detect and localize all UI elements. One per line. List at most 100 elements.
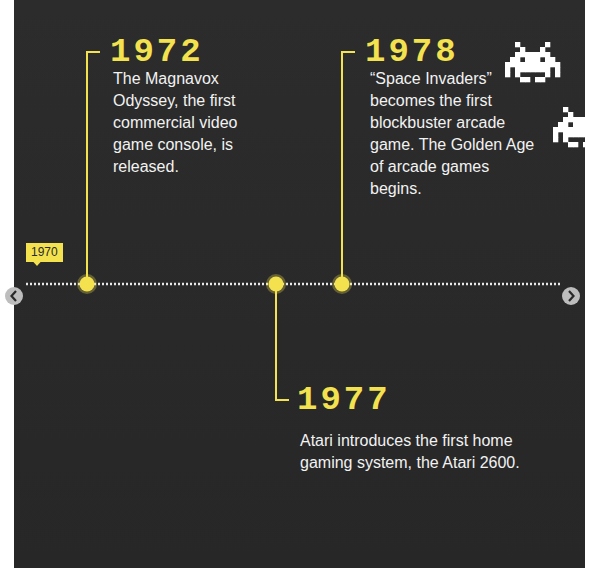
invader-pixel bbox=[583, 142, 585, 147]
invader-pixel bbox=[553, 132, 558, 137]
invader-pixel bbox=[520, 47, 525, 52]
invader-pixel bbox=[573, 122, 578, 127]
invader-pixel bbox=[530, 62, 535, 67]
leader-bracket bbox=[276, 284, 289, 400]
invader-pixel bbox=[553, 127, 558, 132]
invader-pixel bbox=[583, 132, 585, 137]
invader-pixel bbox=[545, 42, 550, 47]
event-text: “Space Invaders” becomes the first block… bbox=[370, 68, 542, 200]
invader-pixel bbox=[573, 127, 578, 132]
invader-pixel bbox=[555, 62, 560, 67]
invader-pixel bbox=[535, 62, 540, 67]
invader-pixel bbox=[525, 77, 530, 82]
timeline-dot bbox=[80, 277, 95, 292]
invader-pixel bbox=[568, 117, 573, 122]
invader-pixel bbox=[525, 52, 530, 57]
invader-pixel bbox=[555, 72, 560, 77]
invader-pixel bbox=[530, 52, 535, 57]
invader-pixel bbox=[553, 137, 558, 142]
invader-pixel bbox=[510, 62, 515, 67]
invader-pixel bbox=[568, 142, 573, 147]
invader-pixel bbox=[540, 77, 545, 82]
tag-text: 1970 bbox=[31, 245, 58, 260]
dot-glow bbox=[332, 274, 352, 294]
invader-pixel bbox=[535, 67, 540, 72]
dot-glow bbox=[266, 274, 286, 294]
tag-pointers bbox=[33, 262, 41, 267]
invader-pixel bbox=[520, 62, 525, 67]
invader-pixel bbox=[525, 62, 530, 67]
invader-pixel bbox=[555, 67, 560, 72]
invader-pixel bbox=[563, 122, 568, 127]
nav-arrow-right bbox=[562, 287, 580, 305]
invader-pixel bbox=[558, 122, 563, 127]
timeline-dots bbox=[77, 274, 352, 294]
invader-pixel bbox=[525, 57, 530, 62]
invader-pixel bbox=[520, 67, 525, 72]
invader-pixel bbox=[530, 67, 535, 72]
invader-pixel bbox=[530, 57, 535, 62]
invader-pixel bbox=[563, 117, 568, 122]
invader-pixel bbox=[558, 127, 563, 132]
year-heading: 1977 bbox=[297, 383, 391, 417]
invader-pixel bbox=[550, 62, 555, 67]
event-text: The Magnavox Odyssey, the first commerci… bbox=[113, 68, 281, 178]
timeline-dot bbox=[269, 277, 284, 292]
space-invader-icons bbox=[505, 42, 585, 147]
invader-pixel bbox=[540, 52, 545, 57]
invader-pixel bbox=[520, 77, 525, 82]
invader-pixel bbox=[573, 142, 578, 147]
invader-pixel bbox=[578, 117, 583, 122]
invader-pixel bbox=[583, 122, 585, 127]
invader-pixel bbox=[515, 72, 520, 77]
invader-pixel bbox=[563, 127, 568, 132]
invader-pixel bbox=[573, 132, 578, 137]
invader-pixel bbox=[545, 57, 550, 62]
invader-pixel bbox=[535, 52, 540, 57]
space-invader bbox=[505, 42, 560, 82]
invader-pixel bbox=[515, 62, 520, 67]
nav-button bbox=[5, 287, 23, 305]
invader-pixel bbox=[578, 127, 583, 132]
invader-pixel bbox=[550, 57, 555, 62]
invader-pixel bbox=[545, 67, 550, 72]
invader-pixel bbox=[568, 127, 573, 132]
invader-pixel bbox=[563, 132, 568, 137]
invader-pixel bbox=[540, 47, 545, 52]
invader-pixel bbox=[578, 122, 583, 127]
invader-pixel bbox=[563, 137, 568, 142]
invader-pixel bbox=[545, 72, 550, 77]
invader-pixel bbox=[578, 132, 583, 137]
invader-pixel bbox=[568, 132, 573, 137]
nav-button bbox=[562, 287, 580, 305]
nav-arrow-left bbox=[5, 287, 23, 305]
invader-pixel bbox=[510, 57, 515, 62]
invader-pixel bbox=[545, 52, 550, 57]
invader-pixel bbox=[535, 57, 540, 62]
event-text: Atari introduces the first home gaming s… bbox=[300, 430, 525, 474]
year-heading: 1978 bbox=[365, 35, 459, 69]
chevron bbox=[569, 291, 574, 301]
invader-pixel bbox=[583, 127, 585, 132]
invader-pixel bbox=[515, 52, 520, 57]
invader-pixel bbox=[505, 72, 510, 77]
invader-pixel bbox=[540, 62, 545, 67]
invader-pixel bbox=[535, 77, 540, 82]
invader-pixel bbox=[505, 62, 510, 67]
year-heading: 1972 bbox=[110, 35, 204, 69]
chevron bbox=[12, 291, 17, 301]
timeline-dot bbox=[335, 277, 350, 292]
tag-pointer bbox=[33, 262, 41, 267]
invader-pixel bbox=[525, 67, 530, 72]
dark-panel bbox=[14, 0, 585, 568]
dot-glow bbox=[77, 274, 97, 294]
invader-pixel bbox=[545, 62, 550, 67]
timeline-axis bbox=[26, 283, 562, 286]
invader-pixel bbox=[505, 67, 510, 72]
invader-pixel bbox=[515, 42, 520, 47]
leader-bracket bbox=[342, 52, 355, 284]
invader-pixel bbox=[568, 112, 573, 117]
invader-pixel bbox=[520, 52, 525, 57]
year-tag: 1970 bbox=[26, 243, 63, 262]
